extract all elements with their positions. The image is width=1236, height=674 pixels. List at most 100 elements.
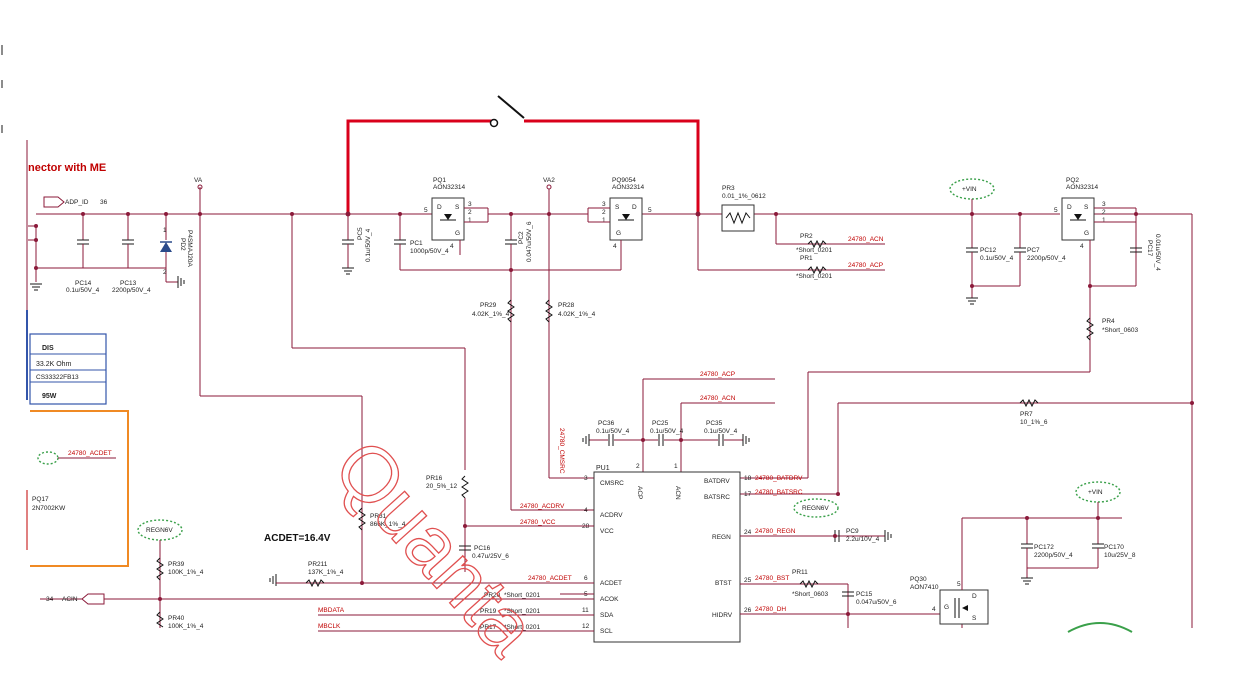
- svg-text:5: 5: [957, 581, 961, 588]
- watermark: Quanta: [317, 422, 554, 671]
- svg-text:PC7: PC7: [1027, 247, 1040, 254]
- svg-text:1000p/50V_4: 1000p/50V_4: [410, 248, 449, 255]
- svg-text:AON32314: AON32314: [433, 184, 466, 191]
- svg-text:PR7: PR7: [1020, 411, 1033, 418]
- svg-text:4: 4: [932, 606, 936, 613]
- svg-text:0.47u/25V_6: 0.47u/25V_6: [472, 553, 509, 560]
- svg-text:BATSRC: BATSRC: [704, 494, 730, 501]
- svg-text:4: 4: [1080, 243, 1084, 250]
- acdet-subblock: 24780_ACDET PQ17 2N7002KW: [30, 410, 129, 567]
- svg-text:SDA: SDA: [600, 612, 614, 619]
- svg-text:S: S: [972, 615, 977, 622]
- svg-text:REGN6V: REGN6V: [146, 527, 173, 534]
- svg-text:24780_ACP: 24780_ACP: [848, 262, 883, 269]
- spec-resistor: 33.2K Ohm: [36, 361, 72, 368]
- svg-text:PR211: PR211: [308, 561, 328, 568]
- svg-text:PR39: PR39: [168, 561, 185, 568]
- svg-text:D: D: [972, 593, 977, 600]
- svg-text:+VIN: +VIN: [1088, 489, 1103, 496]
- pc5: PC5 0.1u/50V_4: [342, 214, 372, 275]
- regn-left: REGN6V PR39 100K_1%_4 PR40 100K_1%_4 34 …: [40, 519, 594, 630]
- svg-text:137K_1%_4: 137K_1%_4: [308, 569, 344, 576]
- svg-text:3: 3: [602, 201, 606, 208]
- svg-text:24780_ACDET: 24780_ACDET: [68, 450, 112, 457]
- svg-text:0.1u/50V_4: 0.1u/50V_4: [650, 428, 684, 435]
- svg-text:PR17: PR17: [480, 624, 497, 631]
- svg-text:24780_ACN: 24780_ACN: [700, 395, 736, 402]
- svg-text:PQ17: PQ17: [32, 496, 49, 503]
- svg-text:17: 17: [744, 491, 752, 498]
- svg-text:PR40: PR40: [168, 615, 185, 622]
- spec-part: CS33322FB13: [36, 374, 79, 381]
- svg-text:*Short_0201: *Short_0201: [796, 273, 833, 280]
- pq9054-mosfet: PQ9054 AON32314 S D G 3 2 1 5 4: [587, 177, 652, 270]
- pq30-mosfet: PQ30 AON7410 G D S 5 4: [910, 576, 1133, 633]
- svg-text:PD2: PD2: [179, 238, 186, 251]
- svg-text:10u/25V_8: 10u/25V_8: [1104, 552, 1136, 559]
- svg-text:REGN: REGN: [712, 534, 731, 541]
- svg-text:24780_ACDRV: 24780_ACDRV: [520, 503, 565, 510]
- vin-top: +VIN PC12 0.1u/50V_4 PC7 2200p/50V_4: [949, 178, 1066, 305]
- spec-watt: 95W: [42, 393, 57, 400]
- svg-text:1: 1: [163, 227, 167, 234]
- svg-text:4: 4: [584, 507, 588, 514]
- svg-text:BTST: BTST: [715, 580, 732, 587]
- svg-text:100K_1%_4: 100K_1%_4: [168, 623, 204, 630]
- svg-text:VA: VA: [194, 177, 203, 184]
- svg-text:12: 12: [582, 623, 590, 630]
- svg-text:24780_BATDRV: 24780_BATDRV: [755, 475, 803, 482]
- acdet-divider: ACDET=16.4V PR211 137K_1%_4 PR31 866K_1%…: [264, 475, 594, 588]
- svg-text:2: 2: [163, 269, 167, 276]
- svg-text:PR11: PR11: [792, 569, 808, 576]
- left-edge-markers: [1, 45, 28, 550]
- svg-text:PU1: PU1: [596, 465, 610, 472]
- pu1-charger-ic: PU1 ACP 2 ACN 1 CMSRC 3 ACDRV 4 VCC 28 A…: [582, 463, 752, 643]
- connector-note: nector with ME: [28, 162, 106, 174]
- pq2-mosfet: PQ2 AON32314 D S G 5 3 2 1 4 PC17 0.01u/…: [1054, 177, 1161, 372]
- svg-text:4: 4: [450, 243, 454, 250]
- svg-text:*Short_0201: *Short_0201: [796, 247, 833, 254]
- svg-text:ACDET: ACDET: [600, 580, 622, 587]
- svg-text:10_1%_6: 10_1%_6: [1020, 419, 1048, 426]
- svg-text:18: 18: [744, 475, 752, 482]
- svg-text:PQ30: PQ30: [910, 576, 927, 583]
- svg-text:SCL: SCL: [600, 628, 613, 635]
- svg-text:PR29: PR29: [480, 302, 497, 309]
- svg-text:PC172: PC172: [1034, 544, 1054, 551]
- pq1-mosfet: PQ1 AON32314 D S G 5 3 2 1 4: [424, 177, 489, 255]
- svg-text:5: 5: [424, 207, 428, 214]
- svg-text:5: 5: [648, 207, 652, 214]
- svg-text:HIDRV: HIDRV: [712, 612, 733, 619]
- svg-text:D: D: [1067, 204, 1072, 211]
- svg-text:PQ1: PQ1: [433, 177, 446, 184]
- svg-text:PQ2: PQ2: [1066, 177, 1079, 184]
- svg-text:24780_DH: 24780_DH: [755, 606, 786, 613]
- svg-text:6: 6: [584, 575, 588, 582]
- spec-title: DIS: [42, 345, 54, 352]
- svg-text:4: 4: [613, 243, 617, 250]
- svg-text:PC2: PC2: [518, 231, 525, 244]
- svg-text:PC9: PC9: [846, 528, 859, 535]
- svg-text:2: 2: [468, 209, 472, 216]
- svg-text:1: 1: [602, 217, 606, 224]
- svg-text:20_5%_12: 20_5%_12: [426, 483, 457, 490]
- svg-text:BATDRV: BATDRV: [704, 478, 730, 485]
- svg-text:CMSRC: CMSRC: [600, 480, 624, 487]
- svg-text:866K_1%_4: 866K_1%_4: [370, 521, 406, 528]
- svg-text:PR20: PR20: [484, 592, 501, 599]
- svg-text:S: S: [615, 204, 620, 211]
- svg-text:PC35: PC35: [706, 420, 723, 427]
- svg-text:PC13: PC13: [120, 280, 137, 287]
- svg-text:2200p/50V_4: 2200p/50V_4: [1034, 552, 1073, 559]
- svg-text:4.02K_1%_4: 4.02K_1%_4: [558, 311, 596, 318]
- svg-text:PR3: PR3: [722, 185, 735, 192]
- svg-text:PR16: PR16: [426, 475, 443, 482]
- svg-text:AON32314: AON32314: [612, 184, 645, 191]
- svg-text:PC36: PC36: [598, 420, 615, 427]
- svg-text:PC17: PC17: [1146, 240, 1153, 257]
- svg-text:VA2: VA2: [543, 177, 555, 184]
- svg-text:2: 2: [1102, 209, 1106, 216]
- svg-text:0.1u/50V_4: 0.1u/50V_4: [704, 428, 738, 435]
- svg-text:PR28: PR28: [558, 302, 575, 309]
